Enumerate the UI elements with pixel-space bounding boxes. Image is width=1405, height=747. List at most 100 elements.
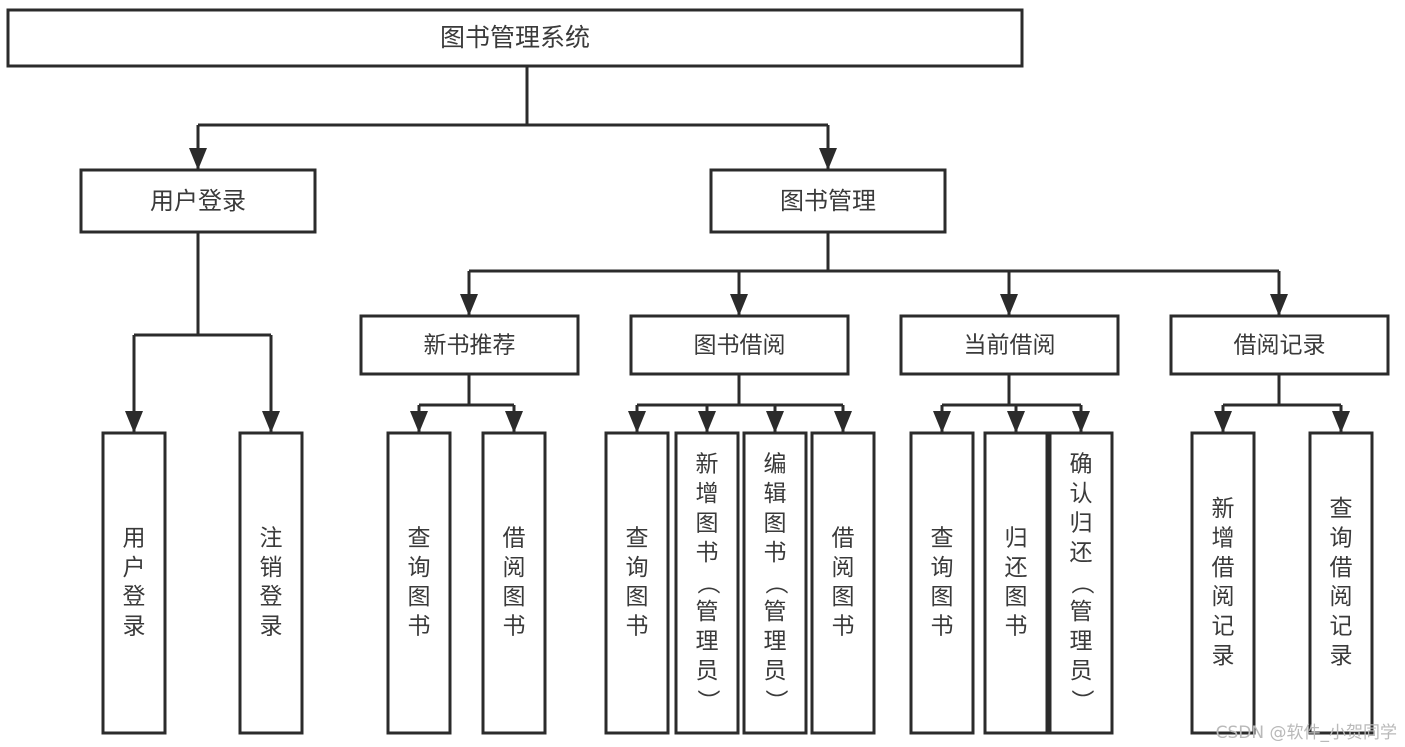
node-module-book-manage[interactable]: 图书管理 (709, 168, 947, 234)
node-box[interactable] (604, 431, 670, 735)
node-label-char: 图 (503, 584, 526, 610)
node-label-char: 登 (123, 584, 146, 610)
node-box[interactable] (359, 314, 580, 376)
node-label-char: 注 (260, 525, 283, 551)
arrow-head-icon (933, 411, 951, 433)
arrow-head-icon (125, 411, 143, 433)
node-label: 图书管理 (780, 187, 876, 215)
node-box[interactable] (983, 431, 1049, 735)
node-label-char: 记 (1212, 614, 1235, 640)
node-label: 用户登录 (123, 525, 146, 639)
connector-conn-current-borrow (933, 374, 1090, 433)
arrow-head-icon (1332, 411, 1350, 433)
node-layer: 图书管理系统用户登录图书管理新书推荐图书借阅当前借阅借阅记录用户登录注销登录查询… (6, 8, 1390, 735)
node-label-char: 辑 (764, 481, 787, 507)
node-box[interactable] (386, 431, 452, 735)
node-label-char: 归 (1070, 511, 1093, 537)
arrow-head-icon (1007, 411, 1025, 433)
node-label-char: 理 (696, 628, 719, 654)
node-label-char: 还 (1070, 540, 1093, 566)
node-module-user-login[interactable]: 用户登录 (79, 168, 317, 234)
node-label-char: 图 (832, 584, 855, 610)
node-label-char: 记 (1330, 614, 1353, 640)
node-label-char: 图 (626, 584, 649, 610)
node-label-char: 查 (931, 525, 954, 551)
node-label-char: 新 (696, 452, 719, 478)
node-box[interactable] (909, 431, 975, 735)
node-label-char: 管 (696, 599, 719, 625)
node-box[interactable] (1048, 431, 1114, 735)
node-submodule-book-borrow[interactable]: 图书借阅 (629, 314, 850, 376)
node-label-char: 查 (408, 525, 431, 551)
node-label-char: （ (763, 572, 789, 595)
node-box[interactable] (1190, 431, 1256, 735)
node-label-char: 确 (1070, 452, 1093, 478)
node-label-char: 员 (1070, 658, 1093, 684)
node-box[interactable] (79, 168, 317, 234)
node-box[interactable] (481, 431, 547, 735)
arrow-head-icon (460, 294, 478, 316)
node-label-char: 图 (1005, 584, 1028, 610)
node-function-leaf-user-login[interactable]: 用户登录 (101, 431, 167, 735)
node-box[interactable] (629, 314, 850, 376)
node-label-char: ） (763, 689, 789, 712)
node-label-char: 借 (1212, 555, 1235, 581)
node-label-char: 增 (696, 481, 719, 507)
node-box[interactable] (674, 431, 740, 735)
node-box[interactable] (742, 431, 808, 735)
arrow-head-icon (628, 411, 646, 433)
node-label-char: 员 (764, 658, 787, 684)
node-label-char: 借 (503, 525, 526, 551)
node-label-char: 查 (1330, 496, 1353, 522)
node-label-char: 书 (503, 614, 526, 640)
node-label-char: 图 (696, 511, 719, 537)
arrow-head-icon (819, 148, 837, 170)
node-label-char: 阅 (1212, 584, 1235, 610)
node-label-char: （ (695, 572, 721, 595)
node-label-char: 管 (764, 599, 787, 625)
node-box[interactable] (6, 8, 1024, 68)
node-box[interactable] (1169, 314, 1390, 376)
node-box[interactable] (899, 314, 1120, 376)
arrow-head-icon (766, 411, 784, 433)
node-root-root[interactable]: 图书管理系统 (6, 8, 1024, 68)
arrow-head-icon (1214, 411, 1232, 433)
node-label-char: 登 (260, 584, 283, 610)
node-label-char: 户 (123, 555, 146, 581)
node-box[interactable] (238, 431, 304, 735)
arrow-head-icon (189, 148, 207, 170)
node-submodule-current-borrow[interactable]: 当前借阅 (899, 314, 1120, 376)
arrow-head-icon (730, 294, 748, 316)
node-label-char: 归 (1005, 525, 1028, 551)
node-label-char: （ (1069, 572, 1095, 595)
node-box[interactable] (709, 168, 947, 234)
node-box[interactable] (101, 431, 167, 735)
node-label: 借阅记录 (1234, 333, 1326, 359)
node-box[interactable] (810, 431, 876, 735)
node-box[interactable] (1308, 431, 1374, 735)
node-label-char: 图 (408, 584, 431, 610)
node-label-char: 员 (696, 658, 719, 684)
node-label-char: 增 (1212, 525, 1235, 551)
node-label-char: 书 (696, 540, 719, 566)
node-submodule-borrow-record[interactable]: 借阅记录 (1169, 314, 1390, 376)
node-label-char: 书 (408, 614, 431, 640)
node-submodule-new-book-recommend[interactable]: 新书推荐 (359, 314, 580, 376)
node-label: 新书推荐 (424, 333, 516, 359)
